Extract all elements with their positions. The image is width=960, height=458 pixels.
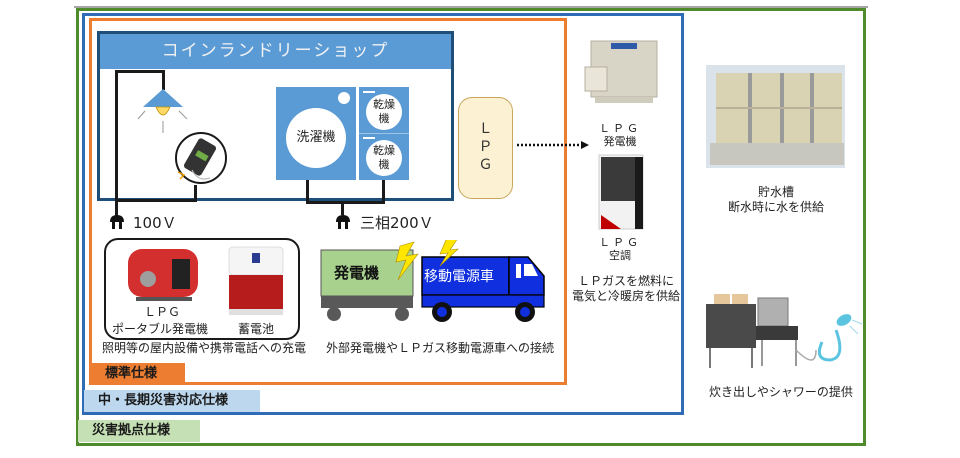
portable-generator-label-1: ＬＰＧ — [143, 305, 180, 319]
plug-icon-200v — [336, 215, 350, 229]
shop-title: コインランドリーショップ — [100, 34, 451, 69]
storage-battery-image — [228, 246, 284, 315]
cooking-equipment-and-shower-image — [706, 294, 863, 368]
washer-label: 洗濯機 — [286, 108, 346, 168]
wire-lamp-drop — [162, 70, 165, 90]
water-tank-label-2: 断水時に水を供給 — [727, 200, 824, 214]
lpg-aircon-label-1: ＬＰＧ — [599, 236, 641, 249]
standard-caption: 照明等の屋内設備や携帯電話への充電 — [102, 341, 307, 355]
lpg-tank: Ｌ Ｐ Ｇ — [458, 97, 513, 199]
plug-icon-100v — [110, 215, 124, 229]
dryer-panel-icon — [363, 137, 375, 139]
lpg-air-conditioner-image — [598, 154, 644, 230]
wire-200v-drop — [341, 201, 344, 215]
lpg-generator-label-1: ＬＰＧ — [599, 122, 641, 135]
disaster-base-spec-tab: 災害拠点仕様 — [78, 420, 200, 442]
power-truck-label: 移動電源車 — [424, 269, 494, 285]
water-tank-image — [706, 65, 845, 168]
dryer-panel-icon — [363, 91, 375, 93]
voltage-200v-label: 三相200Ｖ — [360, 214, 434, 232]
battery-label: 蓄電池 — [237, 322, 274, 336]
washer-indicator-icon — [338, 92, 350, 104]
dotted-arrow-icon — [517, 141, 589, 149]
wire-phone-drop — [194, 185, 197, 201]
ceiling-lamp-icon — [137, 89, 188, 133]
mid-long-term-caption-2: 電気と冷暖房を供給 — [571, 289, 680, 303]
dryer-separator — [359, 133, 409, 134]
top-divider — [74, 6, 868, 8]
lpg-generator-image — [584, 40, 658, 103]
external-caption: 外部発電機やＬＰガス移動電源車への接続 — [326, 341, 555, 355]
dryer-label-top: 乾燥 機 — [366, 94, 402, 130]
standard-spec-frame — [89, 18, 567, 385]
lpg-generator-label-2: 発電機 — [603, 135, 637, 148]
dryer-label-bottom: 乾燥 機 — [366, 140, 402, 176]
water-tank-label-1: 貯水槽 — [757, 185, 794, 199]
lpg-aircon-label-2: 空調 — [609, 249, 631, 262]
external-generator-label: 発電機 — [334, 264, 380, 282]
mid-long-term-caption-1: ＬＰガスを燃料に — [577, 274, 674, 288]
external-generator-and-truck — [320, 240, 545, 322]
wire-dryer — [382, 180, 385, 204]
wire-100v-top — [115, 70, 165, 73]
mid-long-term-spec-tab: 中・長期災害対応仕様 — [84, 390, 260, 412]
wire-washer — [306, 180, 309, 204]
standard-spec-tab: 標準仕様 — [91, 363, 185, 385]
voltage-100v-label: 100Ｖ — [133, 214, 177, 232]
wire-100v-main — [115, 70, 118, 220]
smartphone-charging-icon — [175, 132, 227, 184]
disaster-base-spec-frame — [76, 8, 866, 446]
portable-generator-label-2: ポータブル発電機 — [111, 322, 208, 336]
portable-generator-image — [128, 249, 198, 301]
cooking-shower-caption: 炊き出しやシャワーの提供 — [709, 385, 853, 399]
mid-long-term-spec-frame — [82, 13, 684, 415]
wire-100v-bottom — [115, 199, 197, 202]
standard-devices-box — [104, 238, 300, 340]
wire-200v-bus — [306, 201, 385, 204]
